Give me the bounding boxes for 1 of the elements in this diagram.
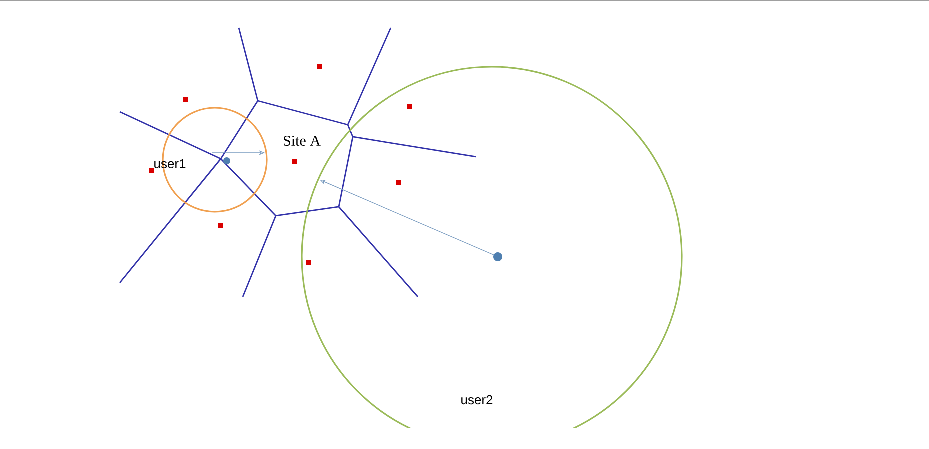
site-label: Site A [284, 136, 321, 146]
